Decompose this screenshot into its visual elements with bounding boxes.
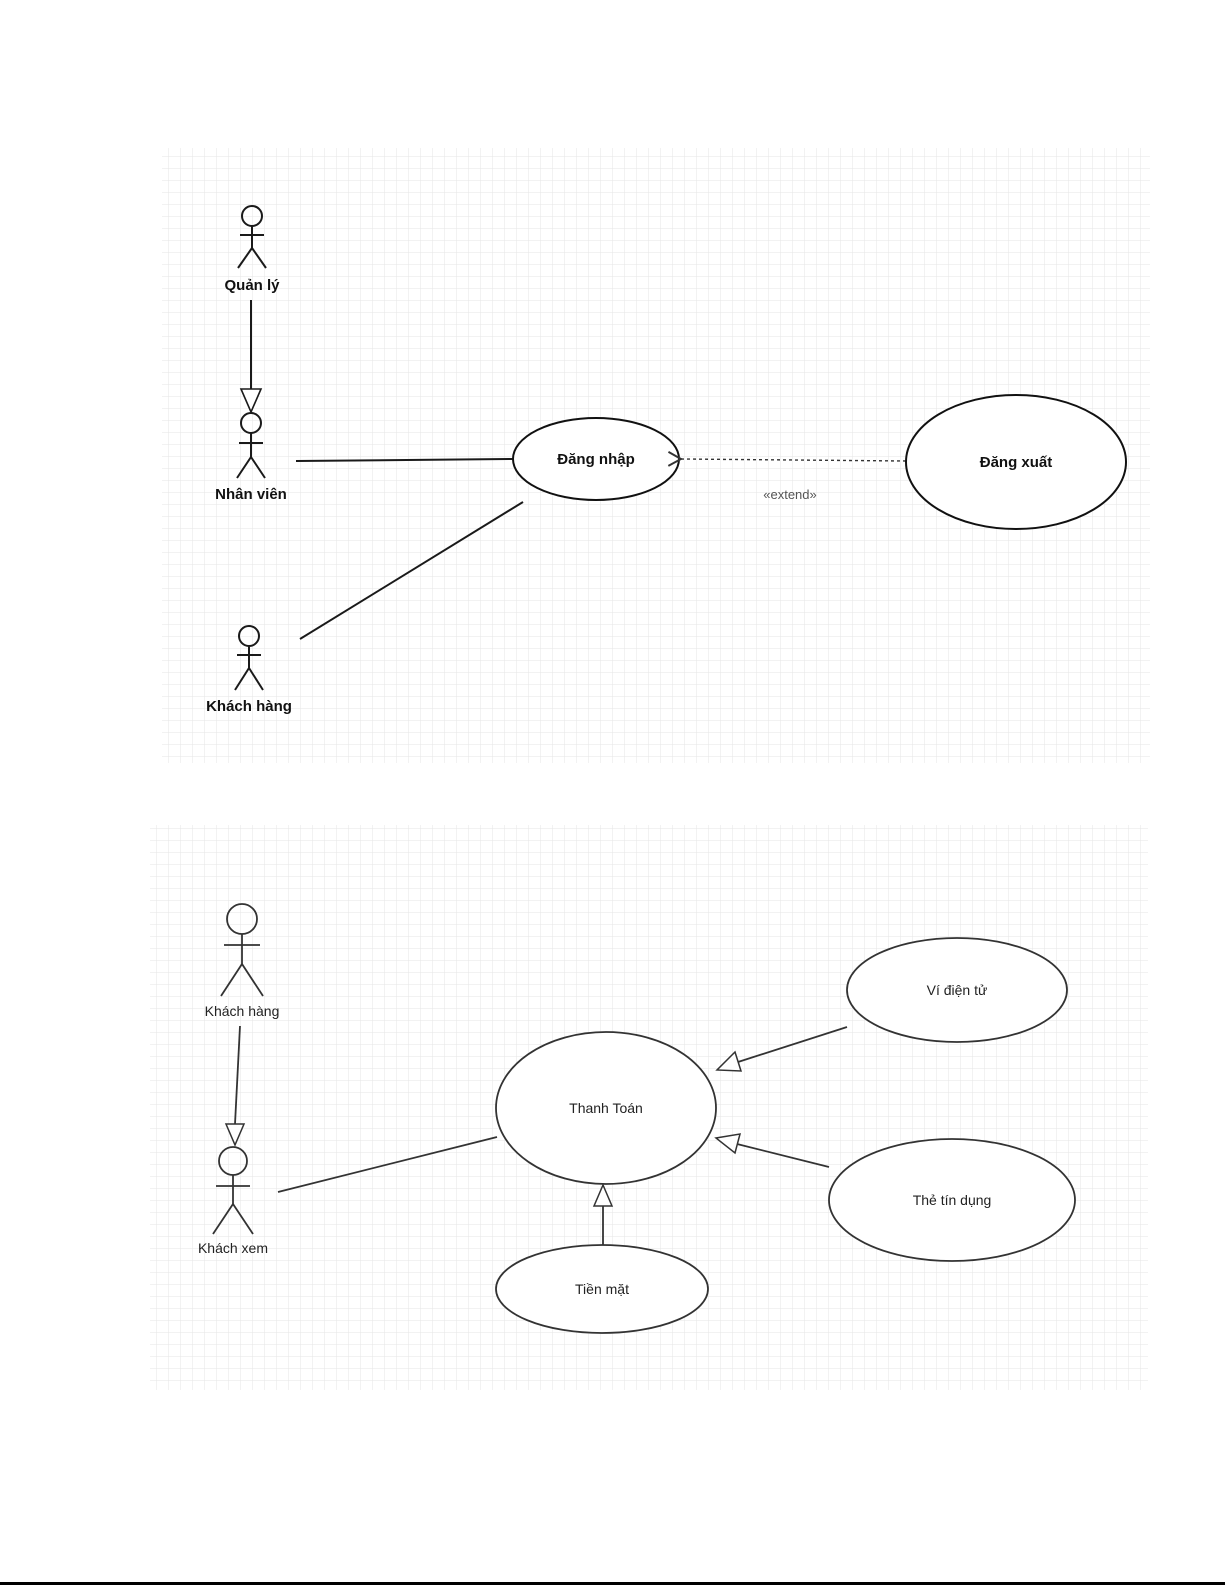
usecase-label-dang-xuat: Đăng xuất <box>980 454 1053 471</box>
actor-label-quan-ly: Quản lý <box>224 277 280 294</box>
usecase-label-vi-dien-tu: Ví điện tử <box>927 982 988 998</box>
usecase-vi-dien-tu[interactable]: Ví điện tử <box>847 938 1067 1042</box>
usecase-label-tien-mat: Tiền mặt <box>575 1281 629 1297</box>
usecase-dang-xuat[interactable]: Đăng xuất <box>906 395 1126 529</box>
actor-label-khach-hang-1: Khách hàng <box>206 698 292 715</box>
actor-label-khach-hang-2: Khách hàng <box>205 1003 280 1019</box>
usecase-label-dang-nhap: Đăng nhập <box>557 451 635 468</box>
usecase-dang-nhap[interactable]: Đăng nhập <box>513 418 679 500</box>
extend-label: «extend» <box>763 487 817 502</box>
usecase-thanh-toan[interactable]: Thanh Toán <box>496 1032 716 1184</box>
diagram-login: Quản lý Nhân viên <box>162 148 1150 763</box>
actor-label-khach-xem: Khách xem <box>198 1240 268 1256</box>
usecase-tien-mat[interactable]: Tiền mặt <box>496 1245 708 1333</box>
diagram-payment: Khách hàng Khách xem Thanh Toán <box>150 825 1148 1390</box>
usecase-the-tin-dung[interactable]: Thẻ tín dụng <box>829 1139 1075 1261</box>
usecase-label-thanh-toan: Thanh Toán <box>569 1100 643 1116</box>
usecase-label-the-tin-dung: Thẻ tín dụng <box>913 1192 992 1208</box>
actor-label-nhan-vien: Nhân viên <box>215 486 287 503</box>
